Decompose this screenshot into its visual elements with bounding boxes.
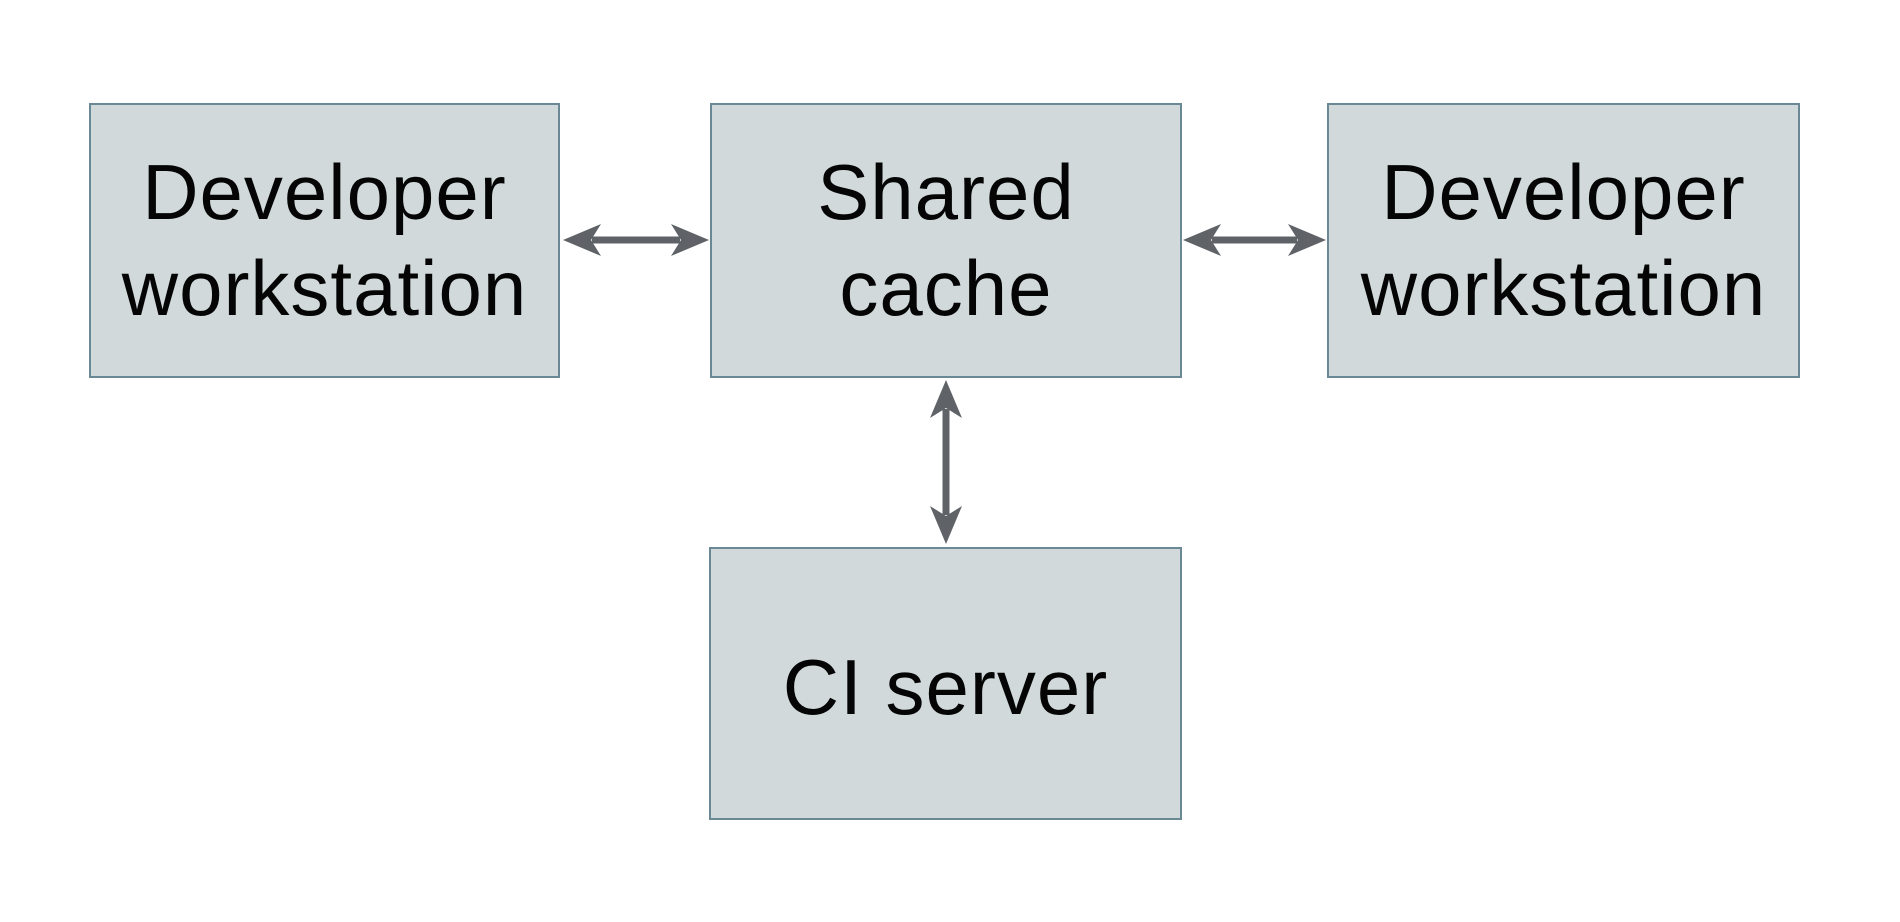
node-ci-server: CI server [709,547,1182,820]
node-label-line: cache [839,243,1053,332]
node-label-line: CI server [782,642,1109,731]
node-label-line: workstation [1360,243,1767,332]
node-shared-cache: Shared cache [710,103,1182,378]
double-arrow-devleft-cache-icon [563,224,709,256]
node-label-line: workstation [121,243,528,332]
node-label-line: Developer [1381,147,1746,236]
node-developer-workstation-left: Developer workstation [89,103,560,378]
node-label-line: Shared [817,147,1075,236]
double-arrow-cache-ci-icon [930,380,962,544]
node-label-line: Developer [142,147,507,236]
node-developer-workstation-right: Developer workstation [1327,103,1800,378]
double-arrow-cache-devright-icon [1183,224,1326,256]
